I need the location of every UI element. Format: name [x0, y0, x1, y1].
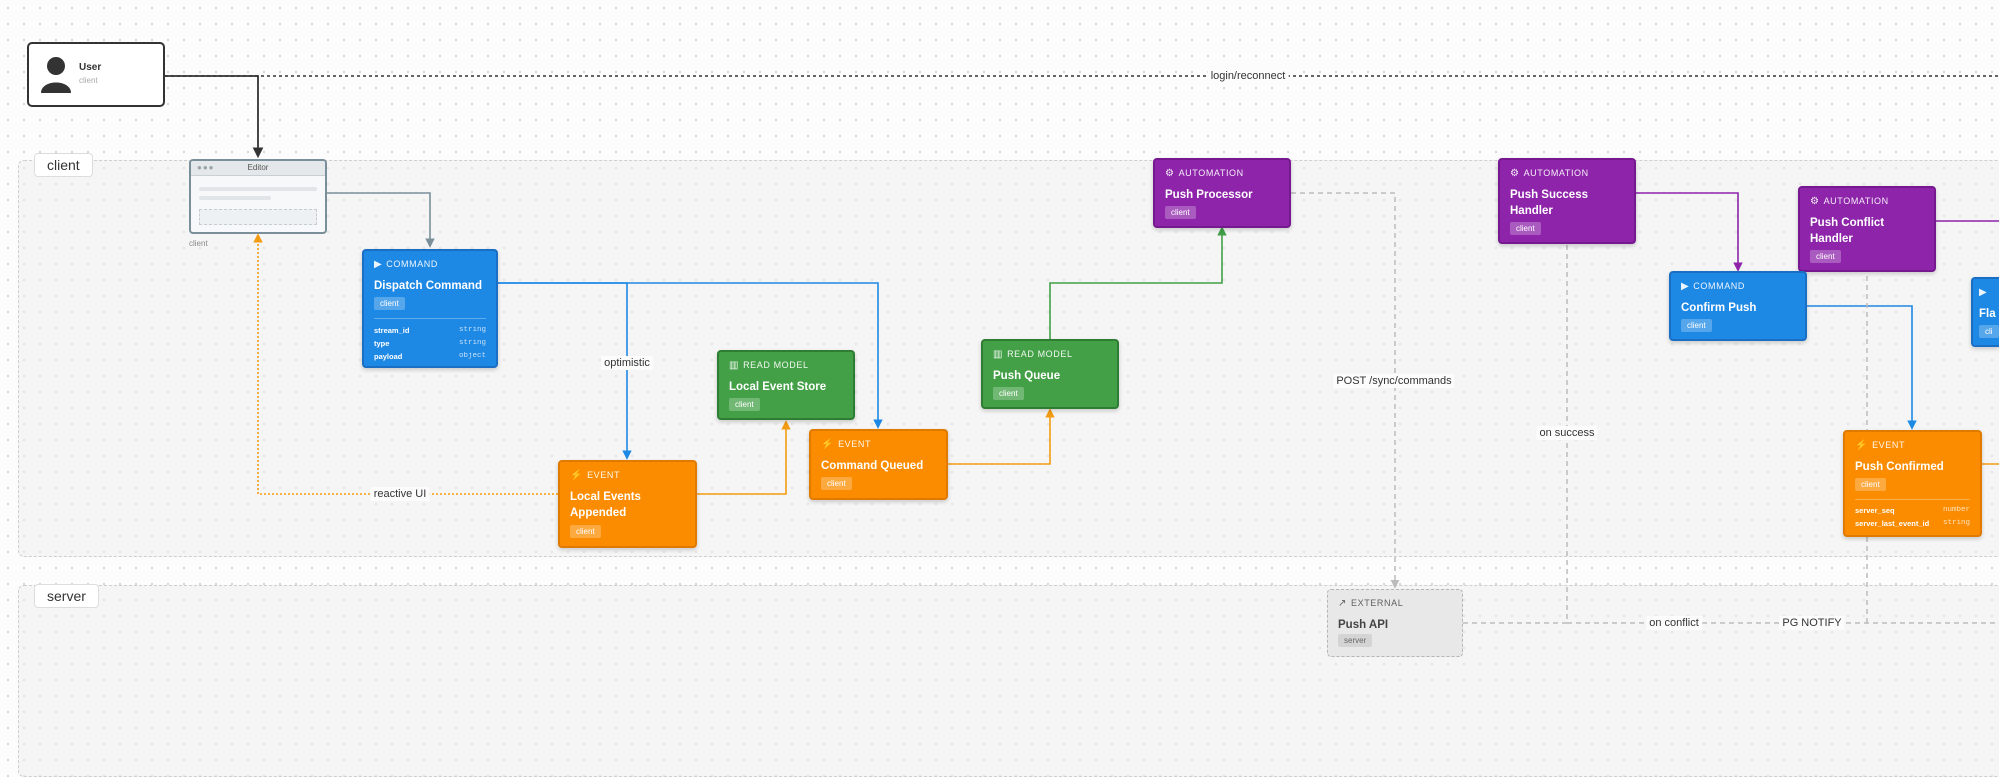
editor-screen[interactable]: ●●● Editor	[189, 159, 327, 234]
lane-badge: client	[1510, 222, 1541, 235]
node-type: COMMAND	[1693, 281, 1745, 291]
node-title: Local Event Store	[729, 381, 827, 393]
gear-icon: ⚙	[1510, 168, 1520, 179]
edge-confirm-pushed	[1807, 305, 1917, 430]
edge-dispatch-local-events	[498, 282, 632, 460]
lane-badge: client	[1681, 319, 1712, 332]
node-title: Push Processor	[1165, 189, 1253, 201]
server-lane-label: server	[34, 584, 99, 608]
label-on-success: on success	[1536, 426, 1598, 440]
label-pg-notify: PG NOTIFY	[1779, 616, 1845, 630]
wireframe-input	[199, 209, 317, 225]
push-api-node[interactable]: ↗EXTERNAL Push API server	[1327, 589, 1463, 657]
wireframe-line	[199, 196, 271, 200]
local-events-appended-node[interactable]: ⚡EVENT Local Events Appended client	[558, 460, 697, 548]
edge-post-sync	[1291, 192, 1400, 589]
confirm-push-node[interactable]: ▶COMMAND Confirm Push client	[1669, 271, 1807, 341]
edge-editor-dispatch	[327, 192, 435, 248]
node-type: AUTOMATION	[1178, 168, 1244, 178]
editor-titlebar: ●●● Editor	[191, 161, 325, 176]
chart-icon: ▥	[729, 360, 740, 371]
node-title: Command Queued	[821, 460, 924, 472]
partial-command-node[interactable]: ▶ Fla cli	[1971, 277, 1999, 347]
gear-icon: ⚙	[1810, 196, 1820, 207]
node-title: Local Events Appended	[570, 491, 641, 519]
node-title: Dispatch Command	[374, 280, 482, 292]
push-processor-node[interactable]: ⚙AUTOMATION Push Processor client	[1153, 158, 1291, 228]
divider	[1855, 499, 1970, 500]
node-title: Confirm Push	[1681, 302, 1757, 314]
lane-badge: client	[729, 398, 760, 411]
command-queued-node[interactable]: ⚡EVENT Command Queued client	[809, 429, 948, 500]
editor-lane-tag: client	[189, 239, 208, 248]
connector-layer	[165, 75, 1999, 624]
label-post-sync: POST /sync/commands	[1333, 374, 1455, 388]
play-icon: ▶	[1979, 287, 1988, 298]
bolt-icon: ⚡	[821, 439, 835, 450]
node-title: Fla	[1979, 308, 1996, 320]
node-title: Push Conflict Handler	[1810, 217, 1885, 245]
node-type: READ MODEL	[1007, 349, 1073, 359]
label-optimistic: optimistic	[601, 356, 653, 370]
label-reactive-ui: reactive UI	[370, 487, 430, 501]
lane-badge: cli	[1979, 325, 1999, 338]
window-dots-icon: ●●●	[197, 163, 215, 172]
node-type: AUTOMATION	[1523, 168, 1589, 178]
lane-badge: client	[1165, 206, 1196, 219]
push-queue-node[interactable]: ▥READ MODEL Push Queue client	[981, 339, 1119, 409]
user-actor-card[interactable]: User client	[27, 42, 165, 107]
wireframe-line	[199, 187, 317, 191]
lane-badge: client	[1810, 250, 1841, 263]
edge-command-queued-push-queue	[948, 408, 1055, 465]
edge-local-events-store	[697, 420, 791, 495]
node-type: COMMAND	[386, 259, 438, 269]
chart-icon: ▥	[993, 349, 1004, 360]
play-icon: ▶	[374, 259, 383, 270]
lane-badge: server	[1338, 634, 1373, 647]
node-type: AUTOMATION	[1823, 196, 1889, 206]
lane-badge: client	[570, 525, 601, 538]
edge-reactive-ui	[253, 233, 558, 495]
lane-badge: client	[821, 477, 852, 490]
play-icon: ▶	[1681, 281, 1690, 292]
node-type: READ MODEL	[743, 360, 809, 370]
push-success-handler-node[interactable]: ⚙AUTOMATION Push Success Handler client	[1498, 158, 1636, 244]
edge-success-confirm	[1636, 192, 1743, 272]
bolt-icon: ⚡	[570, 470, 584, 481]
client-lane-label: client	[34, 153, 93, 177]
label-on-conflict: on conflict	[1646, 616, 1702, 630]
gear-icon: ⚙	[1165, 168, 1175, 179]
edge-push-queue-processor	[1049, 226, 1227, 340]
edge-dispatch-command-queued	[498, 282, 883, 429]
push-conflict-handler-node[interactable]: ⚙AUTOMATION Push Conflict Handler client	[1798, 186, 1936, 272]
bolt-icon: ⚡	[1855, 440, 1869, 451]
lane-badge: client	[374, 297, 405, 310]
user-name: User	[79, 62, 102, 73]
divider	[374, 318, 486, 319]
user-lane-tag: client	[79, 76, 98, 85]
node-title: Push Confirmed	[1855, 461, 1944, 473]
node-title: Push Queue	[993, 370, 1061, 382]
lane-badge: client	[1855, 478, 1886, 491]
lane-badge: client	[993, 387, 1024, 400]
node-type: EVENT	[838, 439, 872, 449]
user-icon	[41, 57, 71, 93]
node-type: EXTERNAL	[1350, 598, 1404, 608]
label-login-reconnect: login/reconnect	[1207, 69, 1289, 83]
dispatch-command-node[interactable]: ▶COMMAND Dispatch Command client stream_…	[362, 249, 498, 368]
external-link-icon: ↗	[1338, 598, 1347, 609]
local-event-store-node[interactable]: ▥READ MODEL Local Event Store client	[717, 350, 855, 420]
node-type: EVENT	[1872, 440, 1906, 450]
node-title: Push API	[1338, 619, 1389, 631]
node-title: Push Success Handler	[1510, 189, 1588, 217]
node-type: EVENT	[587, 470, 621, 480]
editor-title: Editor	[247, 163, 269, 172]
edge-user-editor	[165, 75, 264, 159]
